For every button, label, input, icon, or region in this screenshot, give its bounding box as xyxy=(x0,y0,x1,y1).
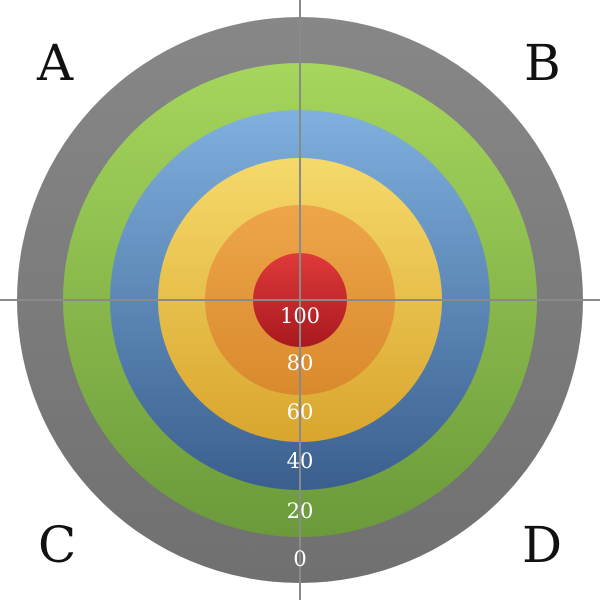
ring-score-label-0: 0 xyxy=(293,547,306,571)
ring-score-label-80: 80 xyxy=(287,351,314,375)
ring-score-label-60: 60 xyxy=(287,400,314,424)
quadrant-label-a: A xyxy=(37,34,74,92)
ring-score-label-100: 100 xyxy=(280,304,320,328)
quadrant-label-b: B xyxy=(524,34,561,92)
ring-score-label-40: 40 xyxy=(287,449,314,473)
quadrant-label-c: C xyxy=(38,516,77,574)
quadrant-label-d: D xyxy=(522,516,563,574)
ring-score-label-20: 20 xyxy=(287,499,314,523)
